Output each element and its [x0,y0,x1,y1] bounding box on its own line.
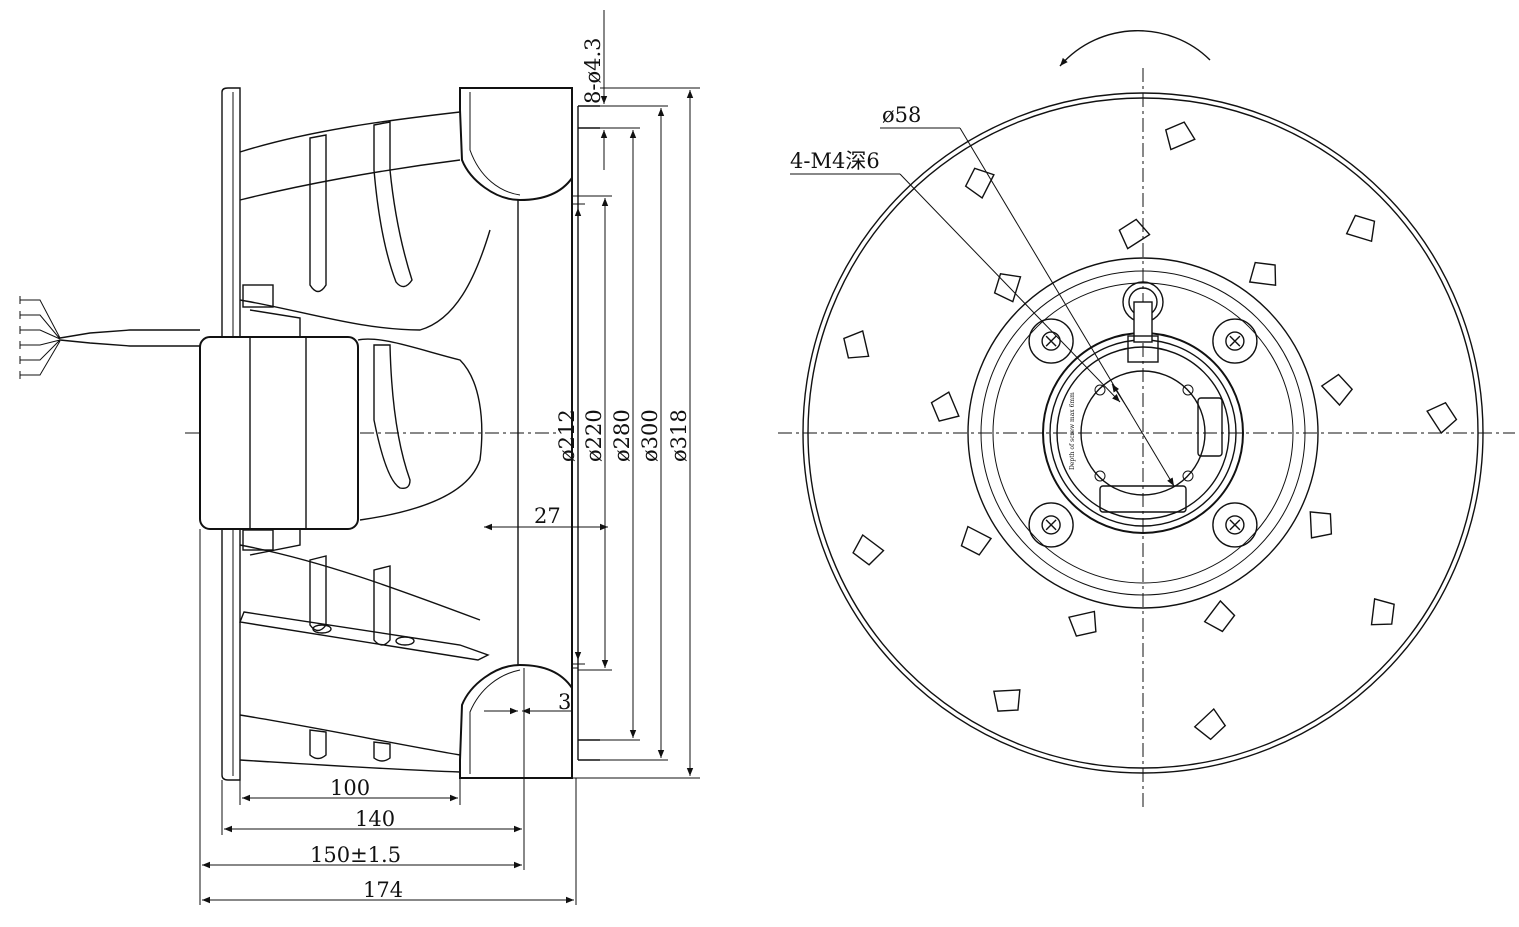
m4-holes [1094,384,1194,482]
length-dimensions: 27 3 100 140 150±1.5 174 [199,504,608,905]
blade-tab [1426,401,1458,435]
impeller-bottom [239,338,573,779]
outer-rim [802,92,1484,774]
hub-bore [1080,370,1206,496]
blade-tab [964,167,995,199]
mount-screw [1028,318,1074,364]
dim-hole-spec: 8-ø4.3 [581,38,605,105]
blade-tab [1248,261,1277,287]
blade-tab [1345,214,1376,243]
blade-tab [993,689,1021,712]
dim-hub-diameter: ø58 [882,103,921,127]
blade-tab [843,330,870,359]
blade-tab [1068,610,1097,637]
mount-screws [1028,318,1258,548]
blade-tab [852,533,885,566]
dim-174: 174 [363,878,403,902]
blade-tab [1203,599,1236,633]
motor [199,284,359,556]
dim-3: 3 [558,690,571,714]
impeller-top [239,87,573,665]
mount-screw [1212,318,1258,364]
mount-screw [1212,502,1258,548]
blade-tab [930,391,960,422]
blade-tab [960,525,993,556]
side-view: ø212 ø220 ø280 ø300 ø318 8-ø4.3 27 3 [19,10,700,905]
blade-tab [1370,598,1395,626]
blade-tab [1193,707,1227,741]
screw-depth-label: Depth of screw max 6mm [1069,392,1076,470]
dim-d280: ø280 [610,409,634,462]
diameter-dimensions: ø212 ø220 ø280 ø300 ø318 8-ø4.3 [460,10,700,779]
blade-tabs [843,121,1458,741]
dim-140: 140 [355,807,395,831]
dim-d318: ø318 [667,409,691,462]
dim-150: 150±1.5 [310,843,401,867]
blade-tab [993,273,1022,303]
mount-screw [1028,502,1074,548]
cable-entry [1122,281,1164,363]
dim-27: 27 [534,504,561,528]
blade-tab [1118,218,1151,250]
front-view: Depth of screw max 6mm ø58 4-M4深6 [778,30,1515,808]
blade-tab [1164,121,1196,151]
blade-tab [1309,511,1333,539]
rotation-arrow [1059,30,1211,67]
blade-tab [1320,373,1354,407]
front-leaders: ø58 4-M4深6 [790,103,1175,487]
mount-ring [967,257,1319,609]
dim-d220: ø220 [582,409,606,462]
dim-thread-spec: 4-M4深6 [790,149,880,173]
dim-100: 100 [330,776,370,800]
dim-d212: ø212 [555,409,579,462]
cable [19,296,200,379]
dim-d300: ø300 [638,409,662,462]
